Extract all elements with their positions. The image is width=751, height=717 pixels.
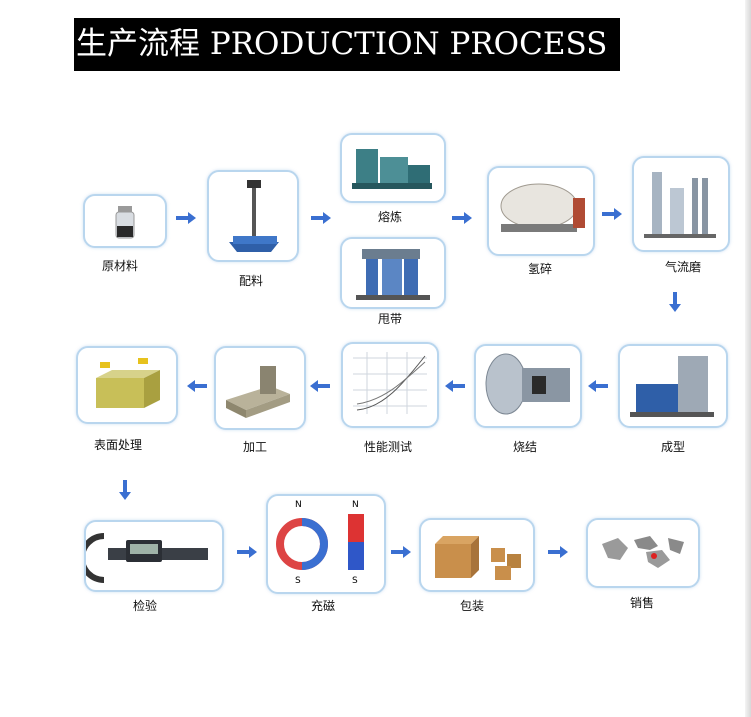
page-title: 生产流程 PRODUCTION PROCESS — [74, 18, 620, 71]
step-hydrogen-decrepitation-label: 氢碎 — [527, 262, 552, 276]
arrow-right-icon — [176, 212, 196, 224]
step-strip-casting-image — [340, 237, 446, 309]
arrow-right-icon — [391, 546, 411, 558]
arrow-left-icon — [310, 380, 330, 392]
arrow-right-icon — [311, 212, 331, 224]
step-magnetizing-image: N S N S — [266, 494, 386, 594]
step-pressing-image — [618, 344, 728, 428]
magnet-south-pole-label: S — [295, 576, 301, 586]
step-packaging-label: 包装 — [459, 599, 484, 613]
step-surface-treatment-label: 表面处理 — [93, 438, 142, 452]
step-jet-milling-image — [632, 156, 730, 252]
step-batching-label: 配料 — [238, 274, 263, 288]
magnet-bar-south-pole-label: S — [352, 576, 358, 586]
step-inspection-label: 检验 — [132, 599, 157, 613]
step-packaging-image — [419, 518, 535, 592]
arrow-left-icon — [588, 380, 608, 392]
magnet-bar-north-pole-label: N — [352, 500, 359, 510]
step-pressing-label: 成型 — [660, 440, 685, 454]
step-performance-test-image — [341, 342, 439, 428]
step-machining-image — [214, 346, 306, 430]
step-inspection-image — [84, 520, 224, 592]
step-hydrogen-decrepitation-image — [487, 166, 595, 256]
step-magnetizing-label: 充磁 — [310, 599, 335, 613]
arrow-right-icon — [548, 546, 568, 558]
step-sintering-label: 烧结 — [512, 440, 537, 454]
arrow-right-icon — [602, 208, 622, 220]
arrow-left-icon — [445, 380, 465, 392]
step-machining-label: 加工 — [242, 440, 267, 454]
arrow-left-icon — [187, 380, 207, 392]
step-batching-image — [207, 170, 299, 262]
step-jet-milling-label: 气流磨 — [664, 260, 701, 274]
arrow-down-icon — [119, 480, 131, 500]
step-strip-casting-label: 甩带 — [377, 312, 402, 326]
arrow-right-icon — [452, 212, 472, 224]
step-surface-treatment-image — [76, 346, 178, 424]
step-raw-material-label: 原材料 — [101, 259, 138, 273]
step-melting-label: 熔炼 — [377, 210, 402, 224]
step-sintering-image — [474, 344, 582, 428]
right-edge-border — [745, 0, 751, 717]
step-performance-test-label: 性能测试 — [363, 440, 412, 454]
arrow-down-icon — [669, 292, 681, 312]
magnet-north-pole-label: N — [295, 500, 302, 510]
step-sales-label: 销售 — [629, 596, 654, 610]
step-sales-image — [586, 518, 700, 588]
step-raw-material-image — [83, 194, 167, 248]
arrow-right-icon — [237, 546, 257, 558]
step-melting-image — [340, 133, 446, 203]
